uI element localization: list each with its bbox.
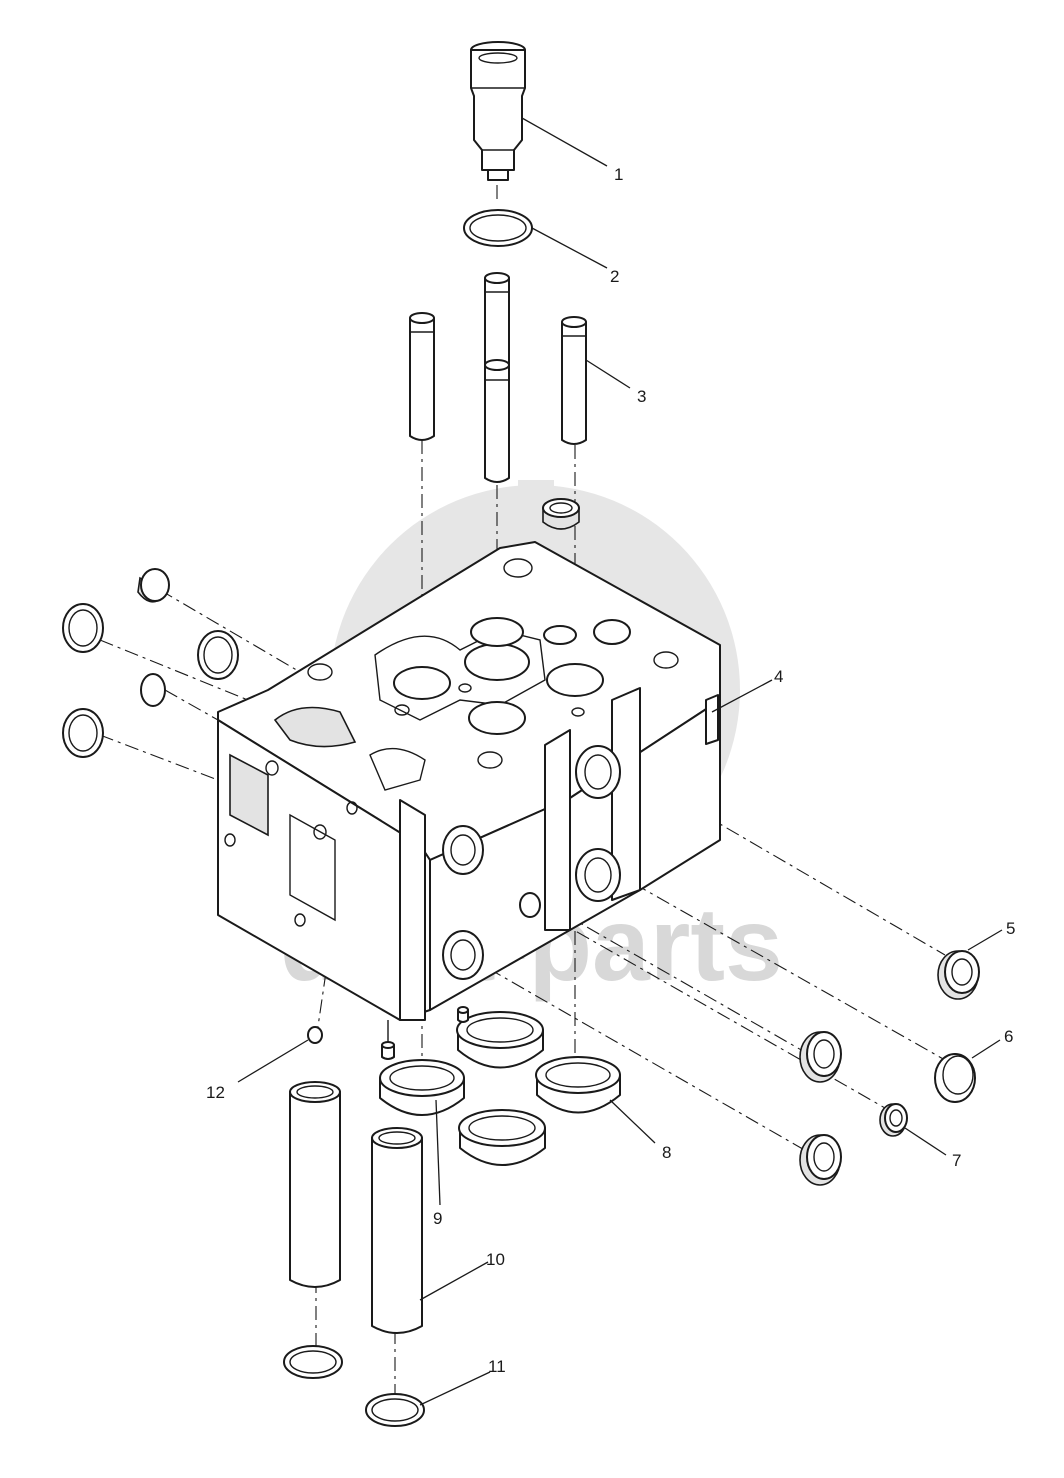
- plug-6: [934, 1053, 976, 1103]
- callout-4: 4: [774, 667, 783, 686]
- callouts: 1 2 3 4 5 6 7 8 9 10 11 12: [206, 165, 1015, 1376]
- callout-3: 3: [637, 387, 646, 406]
- ball-12: [307, 1026, 323, 1044]
- valve-seat-rings: [456, 1011, 621, 1166]
- cylinder-head: [217, 541, 721, 1021]
- plug-7: [879, 1103, 908, 1137]
- injector-seal: [542, 498, 580, 530]
- callout-7: 7: [952, 1151, 961, 1170]
- left-plugs: [62, 568, 239, 758]
- sleeves: [289, 1081, 423, 1334]
- callout-12: 12: [206, 1083, 225, 1102]
- callout-11: 11: [488, 1357, 506, 1376]
- injector-sleeve: [470, 41, 526, 181]
- plug-5: [937, 950, 980, 1000]
- callout-6: 6: [1004, 1027, 1013, 1046]
- seat-ring-9: [379, 1059, 465, 1116]
- callout-9: 9: [433, 1209, 442, 1228]
- o-ring-top: [463, 209, 533, 247]
- assembly-axes: [99, 185, 946, 1395]
- side-plugs: [799, 1031, 842, 1186]
- leader-lines: [237, 117, 1003, 1406]
- callout-10: 10: [486, 1250, 505, 1269]
- callout-5: 5: [1006, 919, 1015, 938]
- callout-2: 2: [610, 267, 619, 286]
- callout-8: 8: [662, 1143, 671, 1162]
- callout-1: 1: [614, 165, 623, 184]
- dowels: [381, 1006, 469, 1060]
- valve-guides: [409, 272, 587, 483]
- o-rings-bottom: [283, 1345, 425, 1427]
